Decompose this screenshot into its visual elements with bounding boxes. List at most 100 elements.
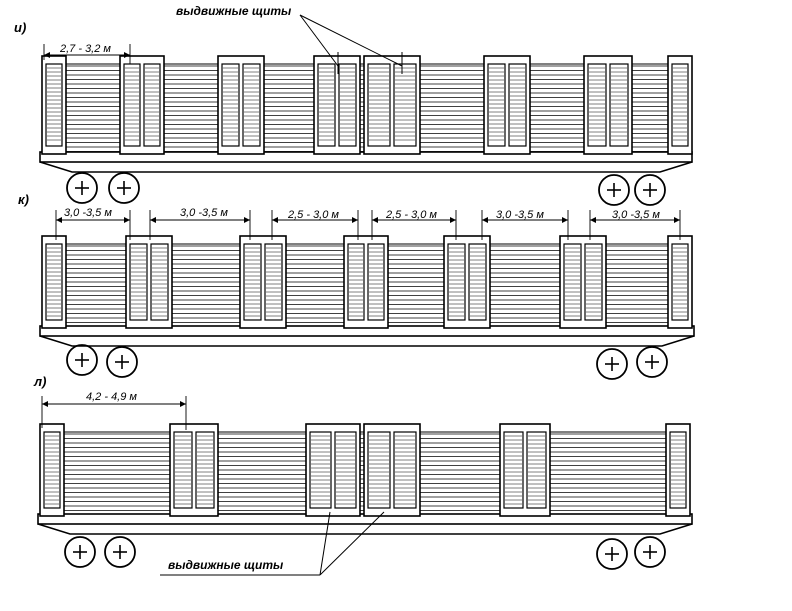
wheel xyxy=(108,172,140,204)
stake-post xyxy=(217,55,265,155)
wheel-circle xyxy=(106,346,138,378)
stake-post xyxy=(313,55,361,155)
wheel xyxy=(596,348,628,380)
stake-outer xyxy=(313,55,361,155)
stake-post xyxy=(305,423,361,517)
stake-slot xyxy=(526,431,547,509)
wheel xyxy=(634,174,666,206)
stake-post xyxy=(169,423,219,517)
stake-slot xyxy=(367,63,391,147)
stake-outer xyxy=(217,55,265,155)
stake-outer xyxy=(443,235,491,329)
stake-slot xyxy=(503,431,524,509)
stake-outer xyxy=(559,235,607,329)
stake-slot xyxy=(669,431,687,509)
dim-line-k-6 xyxy=(590,217,680,223)
stake-slot xyxy=(508,63,527,147)
arrow-left xyxy=(42,401,48,407)
stake-slot xyxy=(367,243,385,321)
stake-post xyxy=(41,235,67,329)
section-label-i: и) xyxy=(14,20,26,35)
wheel-circle xyxy=(596,348,628,380)
stake-slot xyxy=(43,431,61,509)
dimension-k-5: 3,0 -3,5 м xyxy=(496,209,544,221)
wheel xyxy=(106,346,138,378)
bottom-annotation: выдвижные щиты xyxy=(168,558,284,572)
leader-bottom-2 xyxy=(319,511,385,576)
dimension-i-1: 2,7 - 3,2 м xyxy=(59,43,111,55)
arrow-right xyxy=(124,217,130,223)
stake-slot xyxy=(45,243,63,321)
underframe xyxy=(39,335,695,347)
stake-slot xyxy=(393,63,417,147)
wheel-circle xyxy=(66,344,98,376)
arrow-left xyxy=(372,217,378,223)
stake-slot xyxy=(264,243,283,321)
wagon-k xyxy=(39,235,695,380)
stake-post xyxy=(667,235,693,329)
arrow-right xyxy=(352,217,358,223)
dim-line-i xyxy=(44,52,130,58)
stake-outer xyxy=(239,235,287,329)
wheel xyxy=(66,344,98,376)
stake-outer xyxy=(125,235,173,329)
arrow-left xyxy=(56,217,62,223)
stake-slot xyxy=(173,431,193,509)
stake-post xyxy=(665,423,691,517)
dimension-k-2: 3,0 -3,5 м xyxy=(180,207,228,219)
stake-slot xyxy=(243,243,262,321)
stake-slot xyxy=(143,63,161,147)
arrow-left xyxy=(590,217,596,223)
stake-slot xyxy=(468,243,487,321)
stake-slot xyxy=(671,243,689,321)
dimension-k-6: 3,0 -3,5 м xyxy=(612,209,660,221)
wheel-circle xyxy=(66,172,98,204)
dim-line-k-5 xyxy=(482,217,568,223)
stake-slot xyxy=(393,431,417,509)
wheel xyxy=(598,174,630,206)
stake-post xyxy=(119,55,165,155)
dim-line-l xyxy=(42,401,186,407)
wheel-circle xyxy=(596,538,628,570)
stake-slot xyxy=(334,431,357,509)
stake-outer xyxy=(363,55,421,155)
section-label-k: к) xyxy=(18,192,29,207)
arrow-right xyxy=(180,401,186,407)
wheel-circle xyxy=(104,536,136,568)
stake-outer xyxy=(583,55,633,155)
arrow-right xyxy=(244,217,250,223)
stake-slot xyxy=(487,63,506,147)
underframe xyxy=(37,523,693,535)
section-label-l: л) xyxy=(33,374,46,389)
wheel-circle xyxy=(634,536,666,568)
stake-slot xyxy=(317,63,336,147)
stake-slot xyxy=(671,63,689,147)
stake-slot xyxy=(195,431,215,509)
stake-slot xyxy=(150,243,169,321)
stake-slot xyxy=(338,63,357,147)
stake-slot xyxy=(309,431,332,509)
wheel-circle xyxy=(108,172,140,204)
stake-post xyxy=(559,235,607,329)
arrow-right xyxy=(674,217,680,223)
stake-slot xyxy=(584,243,603,321)
stake-post xyxy=(583,55,633,155)
dimension-k-4: 2,5 - 3,0 м xyxy=(385,209,437,221)
leader-bottom-1 xyxy=(319,511,331,576)
stake-slot xyxy=(367,431,391,509)
stake-slot xyxy=(587,63,607,147)
stake-outer xyxy=(483,55,531,155)
stake-post xyxy=(125,235,173,329)
dim-line-k-4 xyxy=(372,217,456,223)
wheel xyxy=(104,536,136,568)
dim-line-k-3 xyxy=(272,217,358,223)
wagon-i xyxy=(39,55,693,206)
stake-post xyxy=(39,423,65,517)
dim-line-k-2 xyxy=(150,217,250,223)
arrow-left xyxy=(44,52,50,58)
stake-slot xyxy=(242,63,261,147)
stake-outer xyxy=(343,235,389,329)
stake-slot xyxy=(129,243,148,321)
arrow-right xyxy=(124,52,130,58)
